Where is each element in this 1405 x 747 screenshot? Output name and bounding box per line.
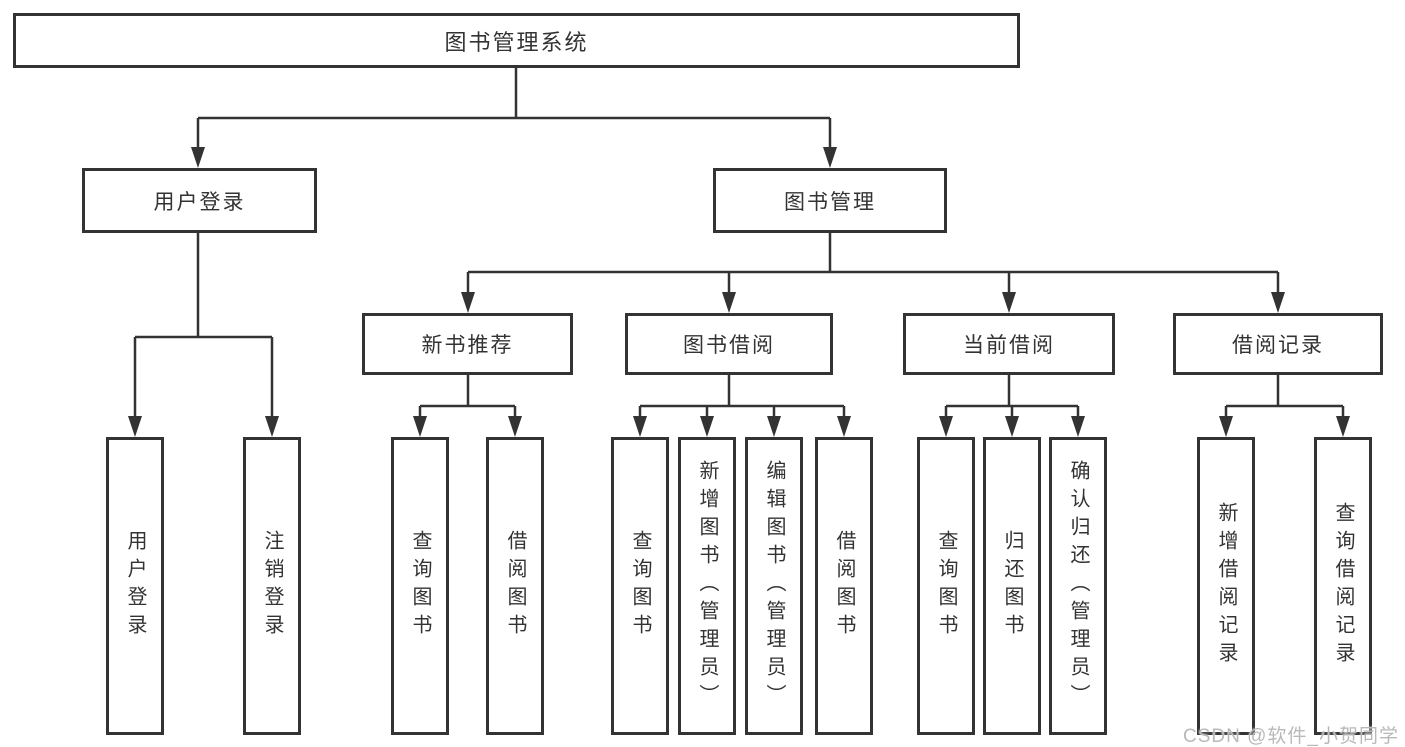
node-leaf-query-books-3: 查询图书 <box>917 437 975 735</box>
node-label: 查询图书 <box>935 530 957 642</box>
node-label: 图书管理系统 <box>444 29 589 55</box>
node-label: 查询借阅记录 <box>1332 502 1354 670</box>
node-leaf-return-books: 归还图书 <box>983 437 1041 735</box>
node-label: 借阅记录 <box>1232 334 1324 357</box>
node-label: 用户登录 <box>153 190 246 214</box>
node-leaf-borrow-books: 借阅图书 <box>486 437 544 735</box>
node-label: 查询图书 <box>629 530 651 642</box>
arrowheads <box>128 147 1350 437</box>
node-label: 归还图书 <box>1001 530 1023 642</box>
node-borrowing-records: 借阅记录 <box>1173 313 1383 375</box>
node-leaf-add-books-admin: 新增图书（管理员） <box>678 437 736 735</box>
node-label: 当前借阅 <box>963 334 1055 357</box>
node-user-login: 用户登录 <box>82 168 317 233</box>
node-system-root: 图书管理系统 <box>13 13 1020 68</box>
node-leaf-confirm-return-admin: 确认归还（管理员） <box>1049 437 1107 735</box>
node-label: 编辑图书（管理员） <box>763 460 785 712</box>
csdn-watermark: CSDN @软件_小贺同学 <box>1183 726 1399 747</box>
node-leaf-query-books-2: 查询图书 <box>611 437 669 735</box>
node-label: 用户登录 <box>124 530 146 642</box>
node-label: 新增借阅记录 <box>1215 502 1237 670</box>
node-label: 新增图书（管理员） <box>696 460 718 712</box>
node-leaf-user-login: 用户登录 <box>106 437 164 735</box>
node-label: 借阅图书 <box>504 530 526 642</box>
node-new-book-recommend: 新书推荐 <box>362 313 573 375</box>
node-leaf-query-books: 查询图书 <box>391 437 449 735</box>
node-label: 查询图书 <box>409 530 431 642</box>
node-leaf-borrow-books-2: 借阅图书 <box>815 437 873 735</box>
node-leaf-edit-books-admin: 编辑图书（管理员） <box>745 437 803 735</box>
node-leaf-add-borrow-record: 新增借阅记录 <box>1197 437 1255 735</box>
node-label: 确认归还（管理员） <box>1067 460 1089 712</box>
node-current-borrowing: 当前借阅 <box>903 313 1115 375</box>
node-book-borrowing: 图书借阅 <box>625 313 833 375</box>
node-label: 图书借阅 <box>683 334 775 357</box>
node-label: 图书管理 <box>784 190 876 214</box>
node-book-management: 图书管理 <box>713 168 947 233</box>
node-label: 借阅图书 <box>833 530 855 642</box>
node-leaf-query-borrow-record: 查询借阅记录 <box>1314 437 1372 735</box>
node-label: 新书推荐 <box>421 334 514 357</box>
node-leaf-logout: 注销登录 <box>243 437 301 735</box>
node-label: 注销登录 <box>261 530 283 642</box>
